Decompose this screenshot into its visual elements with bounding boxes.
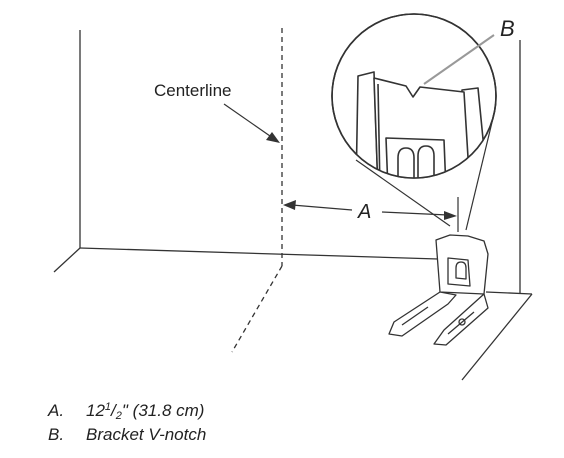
legend-a-denominator: 2: [115, 410, 122, 422]
magnified-detail: [331, 13, 497, 179]
bracket-slot: [455, 261, 467, 280]
dimension-a-arrowhead-right: [444, 211, 457, 220]
dimension-a-label: A: [357, 201, 371, 223]
magnifier-connector-right: [465, 113, 495, 231]
magnifier-connector-left: [355, 159, 451, 227]
dimension-a-line-right: [381, 211, 449, 216]
legend-a-whole: 12: [86, 401, 105, 420]
legend-letter-b: B.: [48, 425, 65, 444]
legend-a-numerator: 1: [104, 401, 112, 413]
centerline-leader: [223, 103, 271, 137]
centerline-floor: [231, 265, 283, 353]
legend-a-rest: " (31.8 cm): [121, 401, 205, 420]
magnifier-circle-outline: [331, 13, 497, 179]
legend-letter-a: A.: [48, 401, 65, 420]
label-b: B: [500, 16, 515, 41]
bracket-hole: [458, 318, 466, 326]
legend-item-a: A. 121/2" (31.8 cm): [48, 400, 206, 424]
floor-right-edge: [485, 291, 533, 295]
magnified-slot-right: [417, 145, 435, 178]
wall-floor-line: [79, 247, 439, 260]
centerline-label: Centerline: [154, 81, 232, 100]
bracket: [388, 234, 489, 346]
bracket-left-arm: [388, 291, 457, 337]
bracket-slot-outline: [447, 257, 471, 287]
dimension-a-line-left: [291, 204, 353, 211]
legend-item-b: B. Bracket V-notch: [48, 424, 206, 445]
dimension-a-arrowhead-left: [283, 200, 296, 210]
bracket-arm-slot-right: [447, 311, 475, 335]
centerline: [231, 28, 283, 353]
centerline-leader-arrowhead: [266, 132, 280, 143]
magnified-slot-left: [397, 147, 415, 178]
bracket-arm-slot-left: [401, 306, 429, 326]
legend-b-text: Bracket V-notch: [86, 425, 207, 444]
label-b-leader: [423, 34, 495, 85]
floor-front-edge: [461, 293, 533, 381]
wall-lines: [53, 30, 533, 381]
legend: A. 121/2" (31.8 cm) B. Bracket V-notch: [48, 400, 206, 445]
floor-left-edge: [53, 247, 81, 273]
legend-a-slash: /: [111, 401, 116, 420]
dimension-a: [283, 197, 459, 232]
magnified-slot-outline: [385, 137, 447, 178]
magnifier-connectors: [355, 113, 495, 231]
